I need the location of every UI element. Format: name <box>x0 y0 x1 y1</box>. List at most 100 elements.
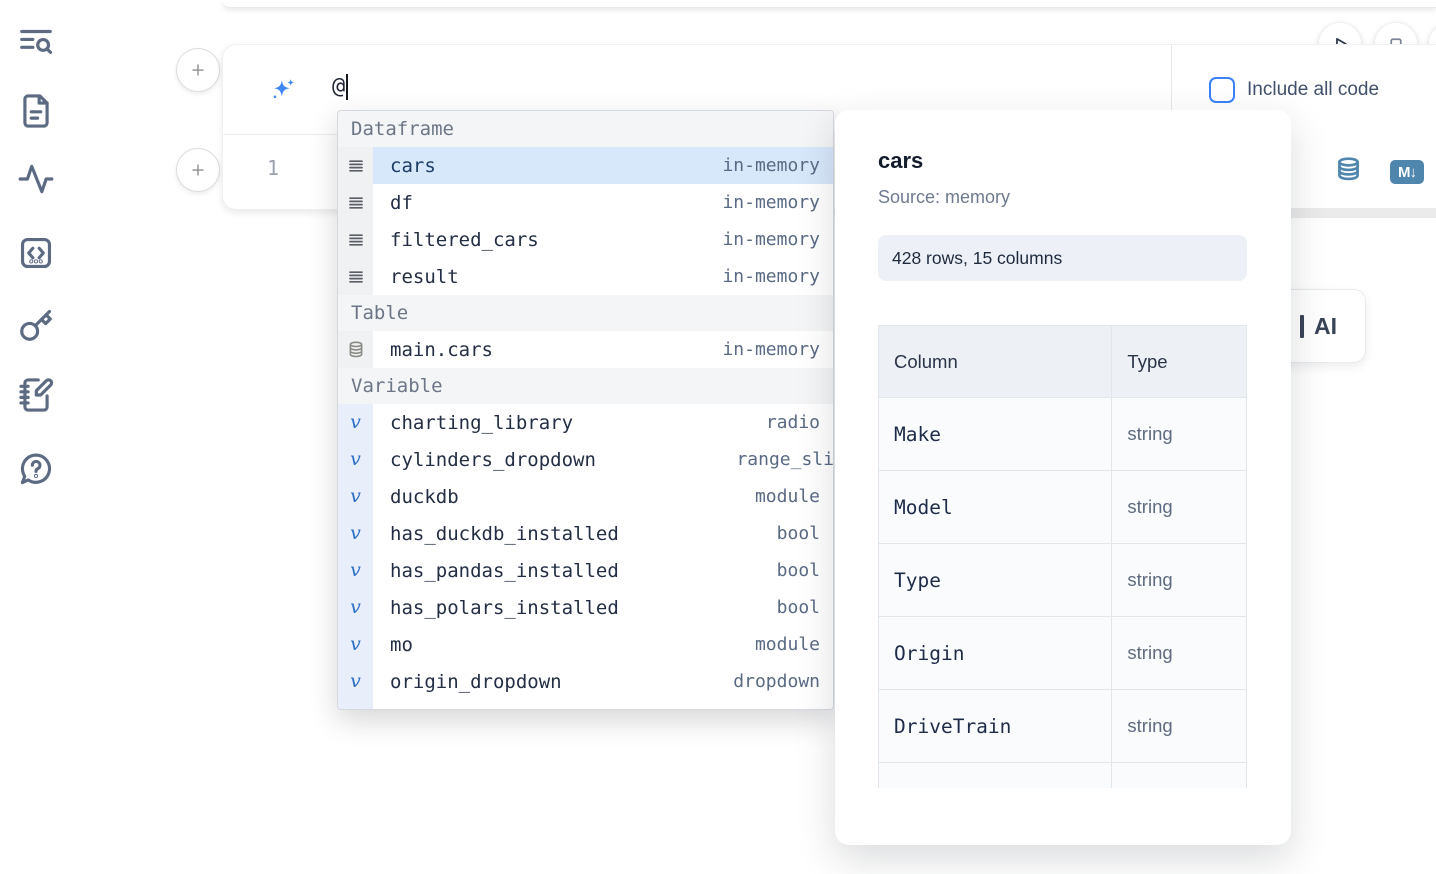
partial-letter <box>1300 314 1304 338</box>
item-content: mo module <box>373 626 833 663</box>
item-name: cars <box>390 154 436 177</box>
item-type: radio <box>765 412 820 433</box>
code-editor-row[interactable]: 1 <box>223 135 1171 209</box>
key-icon[interactable] <box>17 306 55 344</box>
ai-button-label: AI <box>1314 312 1337 339</box>
item-type: dropdown <box>733 671 820 692</box>
item-icon-gutter: v <box>338 663 373 700</box>
column-type-cell: string <box>1111 470 1247 544</box>
variable-icon: v <box>350 448 361 470</box>
activity-icon[interactable] <box>17 160 55 198</box>
column-name-cell: Model <box>878 470 1113 544</box>
item-icon-gutter: v <box>338 515 373 552</box>
column-name-cell <box>878 762 1113 788</box>
item-type: range_sli <box>736 449 833 470</box>
variable-icon: v <box>350 411 361 433</box>
autocomplete-section-header: Variable <box>338 368 833 404</box>
autocomplete-item-pd[interactable]: v pdmodule <box>338 700 833 710</box>
item-name: charting_library <box>390 411 574 434</box>
autocomplete-item-cylinders_dropdown[interactable]: v cylinders_dropdown range_sli <box>338 441 833 478</box>
help-chat-icon[interactable] <box>17 450 55 488</box>
dataframe-preview-popup: cars Source: memory 428 rows, 15 columns… <box>835 110 1291 845</box>
text-search-icon[interactable] <box>17 22 55 60</box>
variable-icon: v <box>350 559 361 581</box>
prompt-text: @ <box>332 74 346 99</box>
dataframe-icon <box>348 233 363 246</box>
item-icon-gutter: v <box>338 441 373 478</box>
variable-icon: v <box>350 670 361 692</box>
autocomplete-section-header: Dataframe <box>338 111 833 147</box>
item-type: in-memory <box>722 155 820 176</box>
autocomplete-item-charting_library[interactable]: v charting_library radio <box>338 404 833 441</box>
autocomplete-section-header: Table <box>338 295 833 331</box>
item-name: df <box>390 191 413 214</box>
item-type: module <box>754 634 820 655</box>
item-type: in-memory <box>722 339 820 360</box>
item-name: cylinders_dropdown <box>390 448 596 471</box>
item-type: in-memory <box>722 229 820 250</box>
file-icon[interactable] <box>17 92 55 130</box>
autocomplete-item-filtered_cars[interactable]: filtered_cars in-memory <box>338 221 833 258</box>
item-content: df in-memory <box>373 184 833 221</box>
schema-column-header: Type <box>1111 325 1247 398</box>
dataframe-icon <box>348 159 363 172</box>
sparkle-icon <box>273 79 295 99</box>
item-name: duckdb <box>390 485 459 508</box>
item-icon-gutter: v <box>338 700 373 710</box>
preview-title: cars <box>878 148 924 173</box>
markdown-icon[interactable]: M↓ <box>1390 160 1424 184</box>
column-name-cell: DriveTrain <box>878 689 1113 763</box>
ai-prompt-input[interactable]: @ <box>332 74 349 100</box>
item-content: main.cars in-memory <box>373 331 833 368</box>
include-all-code-checkbox[interactable] <box>1209 77 1235 103</box>
item-content: pdmodule <box>373 700 833 710</box>
table-row-partial <box>878 762 1247 788</box>
variable-icon: v <box>350 485 361 507</box>
item-name: mo <box>390 633 413 656</box>
autocomplete-item-main.cars[interactable]: main.cars in-memory <box>338 331 833 368</box>
variable-icon: v <box>350 709 361 710</box>
item-icon-gutter: v <box>338 404 373 441</box>
cell-toolbar: M↓ <box>1172 135 1436 209</box>
item-name: has_duckdb_installed <box>390 522 619 545</box>
notebook-pen-icon[interactable] <box>17 376 55 414</box>
add-cell-button-bottom[interactable] <box>176 148 220 192</box>
table-database-icon <box>349 341 362 358</box>
autocomplete-item-df[interactable]: df in-memory <box>338 184 833 221</box>
column-name-cell: Type <box>878 543 1113 617</box>
item-name: has_polars_installed <box>390 596 619 619</box>
item-name: main.cars <box>390 338 493 361</box>
item-type: in-memory <box>722 192 820 213</box>
variable-icon: v <box>350 596 361 618</box>
add-cell-button-top[interactable] <box>176 48 220 92</box>
datasource-icon[interactable] <box>1334 155 1363 190</box>
item-type: in-memory <box>722 266 820 287</box>
item-name: filtered_cars <box>390 228 539 251</box>
item-icon-gutter <box>338 184 373 221</box>
item-icon-gutter <box>338 331 373 368</box>
column-name-cell: Origin <box>878 616 1113 690</box>
dataframe-icon <box>348 196 363 209</box>
autocomplete-item-cars[interactable]: cars in-memory <box>338 147 833 184</box>
item-icon-gutter <box>338 258 373 295</box>
code-snippet-icon[interactable] <box>17 234 55 272</box>
variable-icon: v <box>350 522 361 544</box>
